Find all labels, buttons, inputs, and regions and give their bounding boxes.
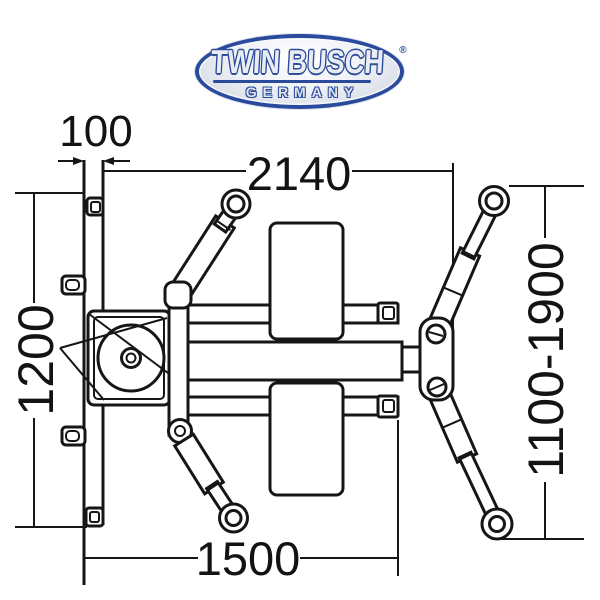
support-platform-top bbox=[268, 221, 345, 341]
twin-busch-logo: TWIN BUSCH ® GERMANY bbox=[192, 34, 407, 109]
lift-structure bbox=[167, 221, 422, 497]
dim-2140-label: 2140 bbox=[247, 147, 352, 200]
support-platform-bottom bbox=[268, 381, 345, 497]
arm-upper-left bbox=[163, 188, 252, 310]
pad-upper-left bbox=[220, 188, 252, 220]
rail-clip-bottom-slot bbox=[89, 511, 100, 523]
pad-lower-right bbox=[480, 507, 514, 541]
main-beam bbox=[186, 340, 404, 382]
lower-rail-end-slot bbox=[382, 399, 395, 413]
pad-upper-right bbox=[478, 185, 510, 217]
upper-rail-end-slot bbox=[382, 306, 395, 320]
anchor-bracket-lower-slot bbox=[65, 430, 80, 442]
pad-lower-left bbox=[218, 502, 249, 534]
arm-lower-left-joint bbox=[207, 482, 219, 492]
dim-100-arrowhead-right bbox=[103, 157, 114, 165]
dim-1500-label: 1500 bbox=[196, 532, 301, 585]
logo-country-text: GERMANY bbox=[245, 83, 360, 100]
arm-upper-left-joint bbox=[215, 219, 231, 231]
cable-line-1 bbox=[88, 313, 169, 374]
swivel-arms bbox=[163, 185, 514, 541]
arm-lower-left-barrel bbox=[172, 432, 226, 496]
pad-upper-right-hole bbox=[484, 191, 504, 211]
beam-end-stub bbox=[400, 345, 422, 374]
registered-trademark-icon: ® bbox=[399, 44, 407, 56]
pad-lower-left-hole bbox=[224, 509, 243, 527]
logo-brand-row: TWIN BUSCH ® bbox=[192, 43, 407, 80]
logo-underline bbox=[212, 79, 371, 83]
pad-lower-right-hole bbox=[488, 515, 506, 533]
arm-upper-right-joint bbox=[462, 250, 476, 258]
arm-upper-left-pivot-boss bbox=[163, 280, 193, 310]
dimension-annotations: 100 2140 1200 1500 1100-1900 bbox=[8, 107, 584, 585]
arm-lower-left-pivot-hole bbox=[174, 425, 186, 437]
arm-hub bbox=[418, 316, 455, 402]
arm-upper-right-segment-line bbox=[443, 286, 463, 297]
pulley-axle-hole bbox=[125, 352, 137, 364]
motor-box bbox=[59, 309, 172, 407]
cable-line-3 bbox=[59, 347, 105, 401]
arm-upper-right bbox=[424, 185, 510, 338]
dim-100-label: 100 bbox=[59, 107, 132, 156]
rail-clip-bottom bbox=[84, 506, 105, 528]
carriage bbox=[167, 289, 190, 437]
cable-line-2 bbox=[59, 317, 168, 349]
hub-screw-top-slot bbox=[428, 331, 444, 337]
dim-range-label: 1100-1900 bbox=[518, 242, 574, 477]
rail-clip-top-slot bbox=[90, 201, 101, 213]
arm-lower-left bbox=[167, 418, 249, 534]
anchor-bracket-upper-slot bbox=[65, 279, 80, 291]
dim-100-arrowhead-left bbox=[73, 157, 84, 165]
arm-lower-right bbox=[425, 382, 514, 541]
arm-lower-right-segment-line bbox=[441, 418, 463, 429]
arm-lower-right-joint bbox=[459, 452, 473, 461]
pulley-hub-ring bbox=[120, 347, 142, 369]
pad-upper-left-hole bbox=[226, 194, 246, 214]
hub-screw-bottom-slot bbox=[429, 383, 445, 391]
dim-1200-label: 1200 bbox=[8, 304, 64, 415]
